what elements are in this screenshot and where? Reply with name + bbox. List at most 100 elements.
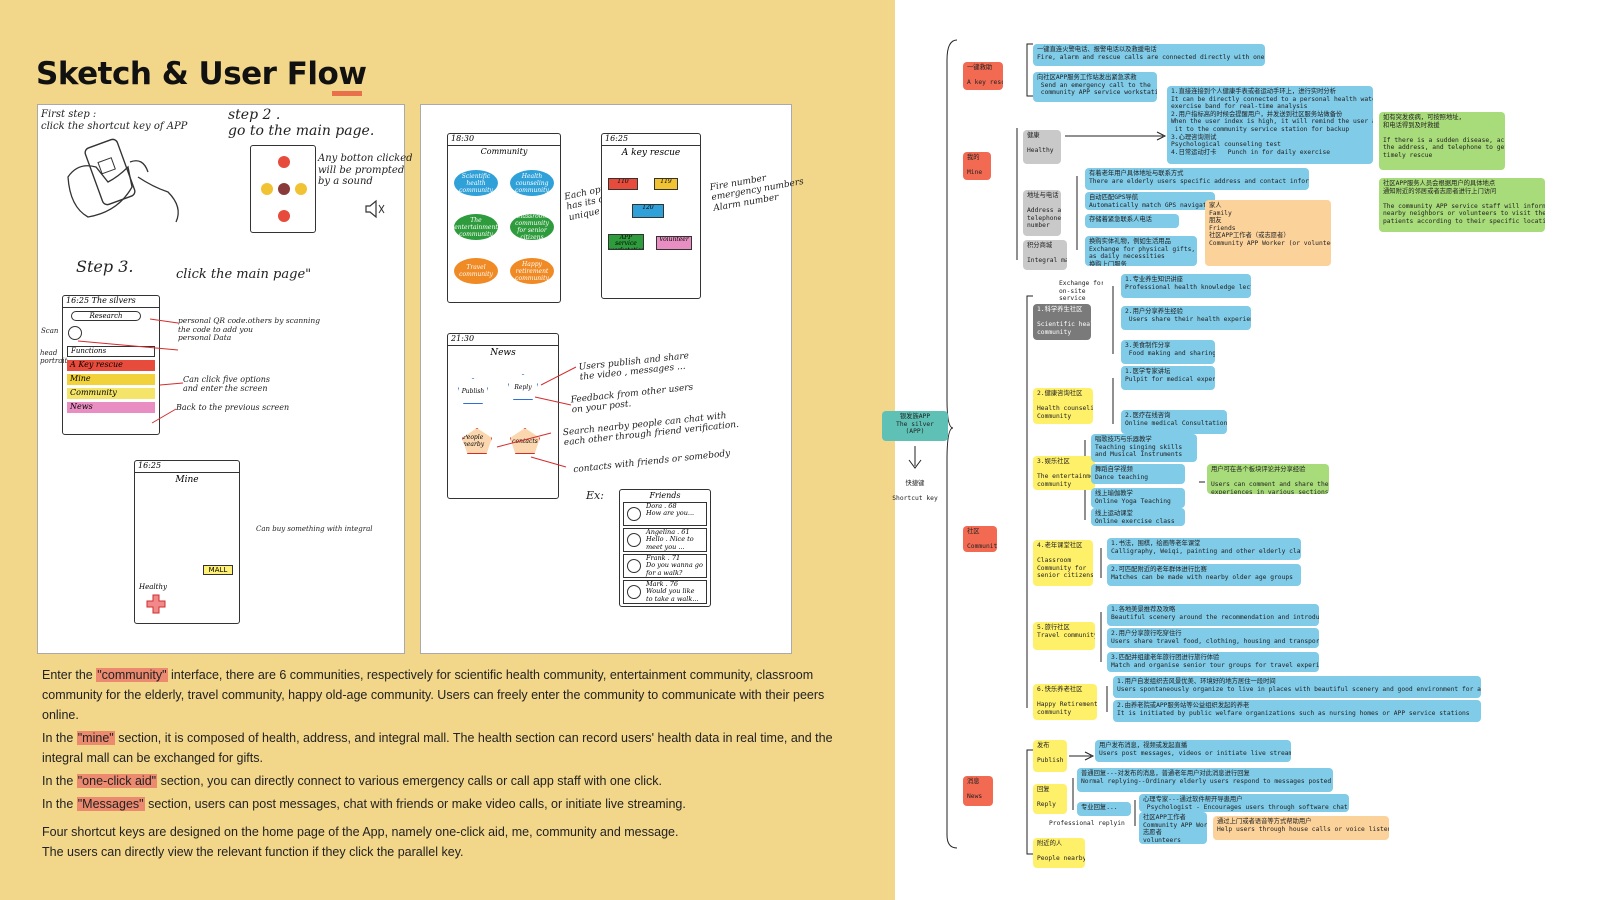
annotation-lines-b bbox=[496, 366, 577, 468]
menu-item-mine[interactable]: Mine bbox=[67, 374, 155, 385]
mindmap-node-c6: 6.快乐养老社区 Happy Retirement community bbox=[1033, 684, 1097, 720]
mindmap-node-r1: 一键直连火警电话、报警电话以及救援电话 Fire, alarm and resc… bbox=[1033, 44, 1265, 66]
click-note: Can click five options and enter the scr… bbox=[183, 375, 270, 394]
publish-arrow bbox=[1069, 751, 1095, 761]
mindmap-node-n3: 附近的人 People nearby bbox=[1033, 838, 1085, 868]
friend-text: Frank . 71 Do you wanna go for a walk? bbox=[646, 554, 703, 577]
mindmap-node-healthy: 健康 Healthy bbox=[1023, 130, 1061, 164]
rescue-button-4[interactable]: APP service workstation bbox=[608, 234, 644, 250]
rescue-title: A key rescue bbox=[621, 148, 681, 158]
dot-yellow-left bbox=[261, 183, 273, 195]
friend-avatar bbox=[627, 507, 641, 521]
mindmap-node-n2b: 专业回复... bbox=[1077, 802, 1131, 816]
hand-phone-drawing bbox=[67, 138, 179, 223]
friend-item[interactable]: Mark . 76 Would you like to take a walk.… bbox=[623, 580, 707, 604]
rescue-button-3[interactable]: 120 bbox=[632, 204, 664, 218]
mindmap-node-c2b: 2.医疗在线咨询 Online medical Consultation bbox=[1121, 410, 1227, 434]
mindmap-node-a4: 家人 Family 朋友 Friends 社区APP工作者（或志愿者） Comm… bbox=[1205, 200, 1331, 266]
mindmap-node-address: 地址与电话 Address and telephone number bbox=[1023, 190, 1061, 236]
news-time: 21:30 bbox=[451, 334, 475, 343]
dot-center bbox=[278, 183, 290, 195]
description-paragraph: In the "one-click aid" section, you can … bbox=[42, 774, 662, 788]
friend-text: Angelina . 61 Hello . Nice to meet you .… bbox=[646, 528, 694, 551]
description-paragraph: Enter the "community" interface, there a… bbox=[42, 668, 825, 722]
mindmap-node-h3: 社区APP服务人员会根据用户的具体地点 通知附近的邻居或者志愿者进行上门访问 T… bbox=[1379, 178, 1545, 232]
rescue-button-2[interactable]: 119 bbox=[654, 178, 678, 190]
step2-note: Any botton clicked will be prompted by a… bbox=[318, 153, 413, 187]
community-title: Community bbox=[480, 147, 528, 156]
mindmap-node-m2: Exchange for on-site service bbox=[1059, 280, 1103, 300]
friend-item[interactable]: Angelina . 61 Hello . Nice to meet you .… bbox=[623, 528, 707, 552]
dot-red-bottom bbox=[278, 210, 290, 222]
mindmap-node-h1: 1.直接连接到个人健康手表或者运动手环上，进行实时分析 It can be di… bbox=[1167, 86, 1373, 164]
rescue-button-5[interactable]: Volunteer bbox=[656, 236, 692, 250]
step2-label: step 2 . go to the main page. bbox=[228, 107, 375, 140]
mindmap-connectors bbox=[908, 39, 1205, 855]
mindmap-node-c4b: 2.可匹配附近的老年群体进行比赛 Matches can be made wit… bbox=[1107, 564, 1301, 586]
description-text: Enter the "community" interface, there a… bbox=[42, 665, 842, 865]
healthy-label: Healthy bbox=[139, 583, 167, 591]
connector-trunk-top bbox=[946, 39, 958, 429]
mindmap-node-c3d: 线上运动课堂 Online exercise class bbox=[1091, 508, 1185, 526]
health-cross-icon bbox=[146, 594, 166, 614]
left-panel: Sketch & User Flow First step : click th… bbox=[0, 0, 895, 900]
community-blob-1[interactable]: Scientific health community bbox=[454, 170, 498, 196]
mindmap-node-h2: 如有突发疾病，可按照地址， 和电话得到及时救援 If there is a su… bbox=[1379, 112, 1505, 170]
friend-avatar bbox=[627, 559, 641, 573]
highlight-term: "community" bbox=[96, 668, 168, 682]
step1-label: First step : click the shortcut key of A… bbox=[41, 109, 188, 132]
root-node-cn: 银发族APP bbox=[899, 413, 931, 420]
menu-item-community[interactable]: Community bbox=[67, 388, 155, 399]
personal-note: personal QR code.others by scanning the … bbox=[178, 316, 321, 343]
home-status-bar: 16:25 The silvers bbox=[63, 296, 159, 308]
head-portrait-label: head portrait bbox=[40, 349, 68, 366]
connector-trunk-bottom bbox=[946, 427, 958, 849]
friend-item[interactable]: Dora . 68 How are you... bbox=[623, 502, 707, 526]
mindmap-node-c5b: 2.用户分享旅行吃穿住行 Users share travel food, cl… bbox=[1107, 628, 1319, 648]
community-blob-2[interactable]: Health counseling community bbox=[510, 170, 554, 196]
friends-screen-sketch: Friends Dora . 68 How are you...Angelina… bbox=[619, 489, 711, 607]
mindmap-node-c5: 5.旅行社区 Travel community bbox=[1033, 622, 1095, 650]
mindmap-node-news: 消息 News bbox=[963, 776, 993, 806]
description-paragraph: In the "Messages" section, users can pos… bbox=[42, 797, 686, 811]
rescue-button-1[interactable]: 110 bbox=[608, 178, 638, 190]
healthy-arrow bbox=[1065, 131, 1167, 141]
mindmap-node-a2: 自动匹配GPS导航 Automatically match GPS naviga… bbox=[1085, 192, 1215, 210]
community-blob-4[interactable]: Classroom community for senior citizens bbox=[510, 213, 554, 241]
mine-title: Mine bbox=[175, 475, 199, 485]
mindmap-node-n1a: 用户发布消息，视频或发起直播 Users post messages, vide… bbox=[1095, 740, 1291, 762]
step3-label: Step 3. bbox=[76, 257, 134, 276]
rescue-brace bbox=[1026, 43, 1033, 97]
mine-screen-sketch: 16:25 Mine MALL Healthy bbox=[134, 460, 240, 624]
avatar[interactable] bbox=[68, 326, 82, 340]
mindmap-node-c5a: 1.各地美景推荐及攻略 Beautiful scenery around the… bbox=[1107, 604, 1319, 626]
shortcut-en: Shortcut key bbox=[892, 495, 938, 503]
mindmap-node-n2d: 社区APP工作者 Community APP Worker 志愿者 volunt… bbox=[1139, 812, 1207, 844]
mine-note: Can buy something with integral bbox=[256, 525, 373, 533]
home-screen-sketch: 16:25 The silvers Research Functions A K… bbox=[62, 295, 160, 435]
mall-button[interactable]: MALL bbox=[203, 565, 233, 575]
mindmap-node-a1: 有着老年用户具体地址与联系方式 There are elderly users … bbox=[1085, 168, 1309, 190]
scan-label: Scan bbox=[41, 327, 59, 335]
friend-item[interactable]: Frank . 71 Do you wanna go for a walk? bbox=[623, 554, 707, 578]
friend-text: Dora . 68 How are you... bbox=[646, 502, 695, 518]
mindmap-node-c6b: 2.由养老院或APP服务站等公益组织发起的养老 It is initiated … bbox=[1113, 700, 1481, 722]
community-blob-5[interactable]: Travel community bbox=[454, 258, 498, 284]
menu-item-news[interactable]: News bbox=[67, 402, 155, 413]
mindmap-node-c1a: 1.专业养生知识讲座 Professional health knowledge… bbox=[1121, 274, 1251, 298]
community-screen-sketch: 18:30 Community Scientific health commun… bbox=[447, 133, 561, 303]
mindmap-node-c3: 3.娱乐社区 The entertainment community bbox=[1033, 456, 1095, 490]
community-blob-6[interactable]: Happy retirement community bbox=[510, 258, 554, 284]
mindmap-node-c4a: 1.书法，围棋，绘画等老年课堂 Calligraphy, Weiqi, pain… bbox=[1107, 538, 1301, 560]
community-blob-3[interactable]: The entertainment community bbox=[454, 214, 498, 240]
menu-item-a-key-rescue[interactable]: A Key rescue bbox=[67, 360, 155, 371]
mindmap-node-n2a: 普通回复---对发布的消息，普通老年用户对此消息进行回复 Normal repl… bbox=[1077, 768, 1333, 792]
friend-text: Mark . 76 Would you like to take a walk.… bbox=[646, 580, 699, 603]
highlight-term: "Messages" bbox=[76, 797, 145, 811]
news-title: News bbox=[490, 348, 516, 358]
functions-label: Functions bbox=[67, 346, 155, 357]
mindmap-node-m1: 换购实体礼物，例如生活用品 Exchange for physical gift… bbox=[1085, 236, 1197, 266]
research-bar[interactable]: Research bbox=[71, 311, 141, 321]
